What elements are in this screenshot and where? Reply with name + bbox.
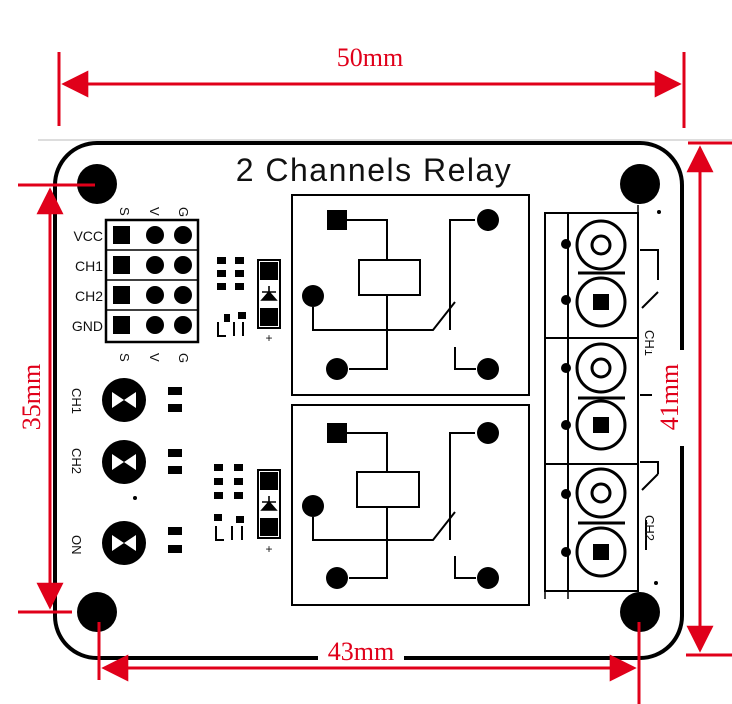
dimension-width-inner: 43mm: [97, 622, 641, 704]
dimension-height-outer: 41mm: [652, 141, 732, 657]
header-col-label: G: [176, 353, 191, 363]
header-col-label: V: [147, 353, 162, 362]
diode-ch1: [257, 259, 281, 329]
dimension-height-inner: 35mm: [17, 183, 95, 614]
terminal-label-ch2: CH2: [642, 515, 657, 541]
relay-ch2: [291, 404, 530, 606]
terminal-block: CH1 CH2: [544, 205, 661, 599]
mounting-hole-top-left: [77, 164, 117, 204]
header-column-labels-bottom: S V G: [117, 353, 191, 363]
pin-label-vcc: VCC: [73, 228, 103, 244]
mounting-hole-top-right: [620, 164, 660, 204]
diode-ch2: [257, 469, 281, 539]
header-col-label: S: [117, 207, 132, 216]
dimension-label-35mm: 35mm: [17, 364, 46, 430]
pin-label-ch1: CH1: [75, 258, 103, 274]
led-label-on: ON: [69, 535, 84, 555]
led-ch2: CH2: [69, 440, 182, 484]
pin-label-ch2: CH2: [75, 288, 103, 304]
board-title: 2 Channels Relay: [236, 152, 513, 188]
silk-dot: [133, 496, 137, 500]
led-on: ON: [69, 521, 182, 565]
led-ch1: CH1: [69, 378, 182, 422]
smd-components-ch2: [214, 464, 244, 541]
header-column-labels-top: S V G: [117, 207, 191, 217]
mounting-hole-bottom-left: [77, 592, 117, 632]
header-col-label: V: [147, 207, 162, 216]
cap-polarity-ch1: +: [265, 331, 272, 345]
mounting-hole-bottom-right: [620, 592, 660, 632]
smd-components-ch1: [217, 257, 246, 337]
pin-header: [104, 218, 200, 344]
relay-ch1: [291, 194, 530, 396]
header-row-labels: VCC CH1 CH2 GND: [72, 228, 103, 334]
pin-label-gnd: GND: [72, 318, 103, 334]
led-label-ch2: CH2: [69, 448, 84, 474]
dimension-width-outer: 50mm: [57, 43, 686, 128]
terminal-label-ch1: CH1: [642, 330, 657, 356]
header-col-label: S: [117, 353, 132, 362]
led-label-ch1: CH1: [69, 388, 84, 414]
header-col-label: G: [176, 207, 191, 217]
dimension-label-43mm: 43mm: [328, 637, 394, 666]
dimension-label-41mm: 41mm: [655, 364, 684, 430]
cap-polarity-ch2: +: [265, 542, 272, 556]
dimension-label-50mm: 50mm: [337, 43, 403, 72]
